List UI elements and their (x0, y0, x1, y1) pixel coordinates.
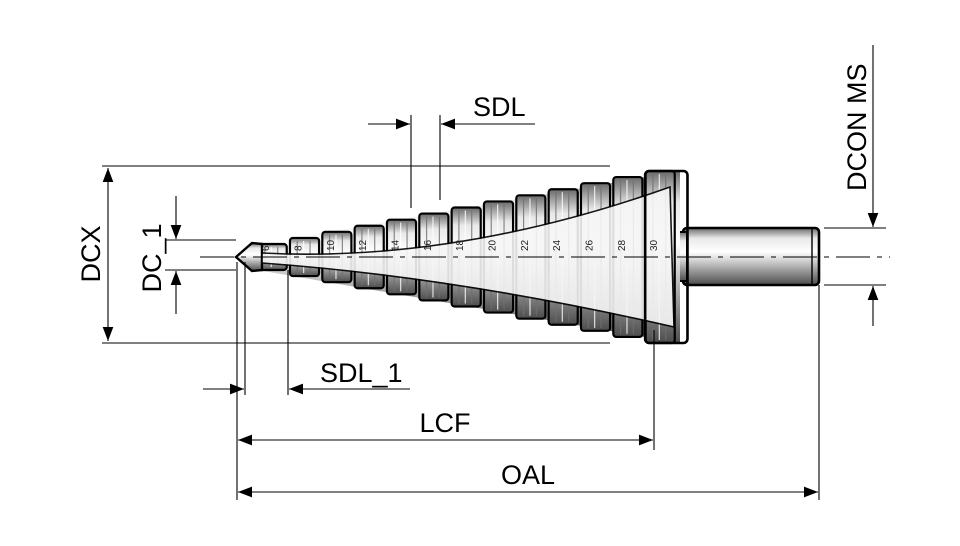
step-diameter-label: 26 (584, 239, 595, 251)
step-diameter-label: 24 (552, 239, 563, 251)
step-diameter-label: 16 (423, 239, 434, 251)
drill-body (234, 169, 689, 345)
step-diameter-label: 18 (455, 239, 466, 251)
sdl-label: SDL (473, 92, 526, 122)
step-diameter-label: 10 (326, 239, 337, 251)
dimension-lines (102, 45, 879, 498)
step-diameter-label: 8 (293, 245, 304, 251)
step-diameter-label: 20 (487, 239, 498, 251)
extension-lines (102, 115, 886, 500)
step-diameter-labels: 6 8 10 12 14 16 18 20 22 24 26 28 30 (261, 239, 660, 251)
step-diameter-label: 22 (520, 239, 531, 251)
dimension-labels: SDL DCON MS DCX DC_1 SDL_1 LCF OAL (76, 64, 872, 491)
dcx-label: DCX (76, 225, 106, 282)
step-diameter-label: 12 (358, 239, 369, 251)
dcon-ms-label: DCON MS (842, 64, 872, 192)
step-diameter-label: 14 (390, 239, 401, 251)
step-diameter-label: 28 (617, 239, 628, 251)
lcf-label: LCF (419, 408, 470, 438)
dc1-label: DC_1 (137, 223, 167, 292)
sdl1-label: SDL_1 (320, 358, 403, 388)
step-diameter-label: 6 (261, 245, 272, 251)
oal-label: OAL (501, 460, 555, 490)
step-diameter-label: 30 (649, 239, 660, 251)
